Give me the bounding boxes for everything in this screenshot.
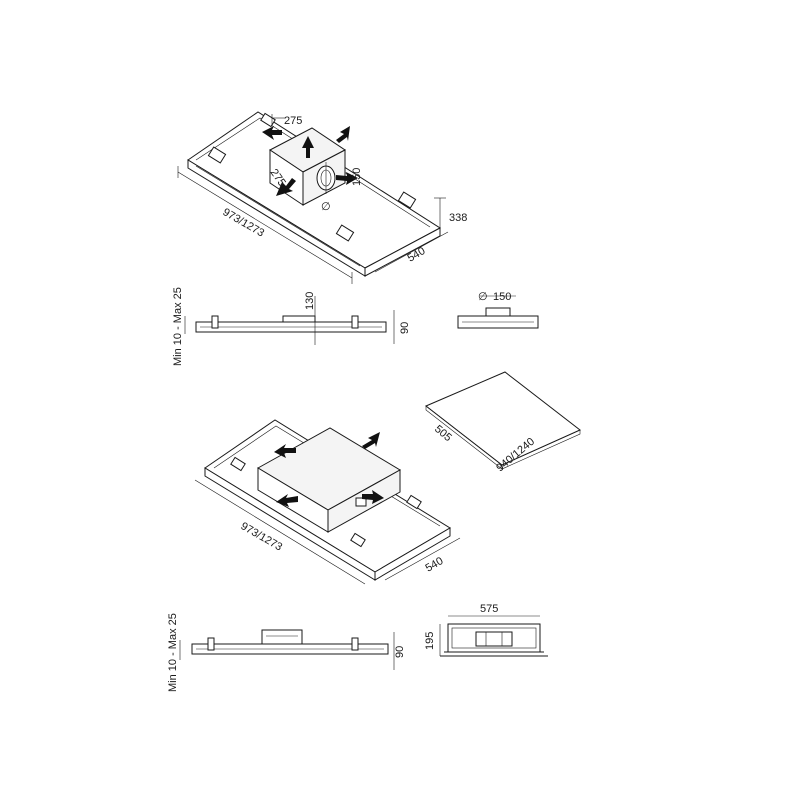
dim-bottom-width: 575 xyxy=(480,603,498,615)
airflow-arrow-icon xyxy=(274,432,384,507)
dim-front-diameter: 150 xyxy=(493,291,511,303)
isometric-view-box: 973/1273 540 xyxy=(194,419,461,585)
dim-duct-width: 275 xyxy=(284,115,302,127)
dim-panel-width: 505 xyxy=(432,423,454,444)
isometric-view-spigot: 275 275 150 ∅ 973/1273 540 338 xyxy=(177,111,467,284)
dim-height: 338 xyxy=(449,212,467,224)
dim-spigot-height: 130 xyxy=(304,292,316,310)
front-elevation-box: 575 195 xyxy=(424,603,548,657)
dim-mid-length: 973/1273 xyxy=(239,520,285,553)
dim-outlet-diameter: 150 xyxy=(351,168,363,186)
dim-thickness: 90 xyxy=(399,322,411,334)
dim-bottom-height: 195 xyxy=(424,632,436,650)
side-elevation-spigot: 130 90 Min 10 - Max 25 xyxy=(172,287,411,366)
dim-mid-depth: 540 xyxy=(424,555,446,575)
airflow-arrow-icon xyxy=(262,126,358,196)
side-elevation-box: 90 Min 10 - Max 25 xyxy=(167,613,406,692)
front-elevation-spigot: ∅ 150 xyxy=(457,291,539,329)
panel-view: 505 940/1240 xyxy=(425,371,581,474)
dim-min-max: Min 10 - Max 25 xyxy=(172,287,184,366)
diameter-symbol-icon: ∅ xyxy=(321,201,331,213)
dim-bottom-thickness: 90 xyxy=(394,646,406,658)
diameter-symbol-front: ∅ xyxy=(478,291,488,303)
dim-bottom-min-max: Min 10 - Max 25 xyxy=(167,613,179,692)
